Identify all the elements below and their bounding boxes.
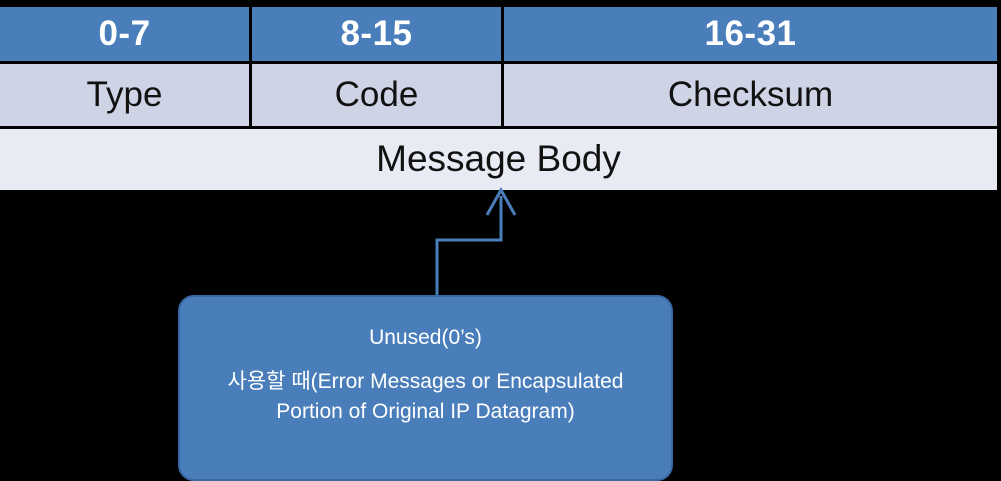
callout-line-usage: 사용할 때(Error Messages or Encapsulated Por… <box>227 369 624 423</box>
field-cell-type: Type <box>0 64 249 126</box>
message-body-row: Message Body <box>0 129 997 190</box>
elbow-connector-line <box>435 196 503 295</box>
callout-line-unused: Unused(0’s) <box>369 326 482 349</box>
field-cell-code: Code <box>252 64 501 126</box>
field-cell-checksum: Checksum <box>504 64 997 126</box>
message-body-callout: Unused(0’s) 사용할 때(Error Messages or Enca… <box>178 295 673 481</box>
packet-format-table: 0-7 8-15 16-31 Type Code Checksum Messag… <box>0 7 997 190</box>
bit-range-cell-16-31: 16-31 <box>504 7 997 61</box>
bit-range-cell-8-15: 8-15 <box>252 7 501 61</box>
arrow-head-icon <box>485 186 517 216</box>
field-cell-message-body: Message Body <box>0 129 997 190</box>
bit-range-cell-0-7: 0-7 <box>0 7 249 61</box>
bit-range-header-row: 0-7 8-15 16-31 <box>0 7 997 61</box>
field-name-row: Type Code Checksum <box>0 64 997 126</box>
